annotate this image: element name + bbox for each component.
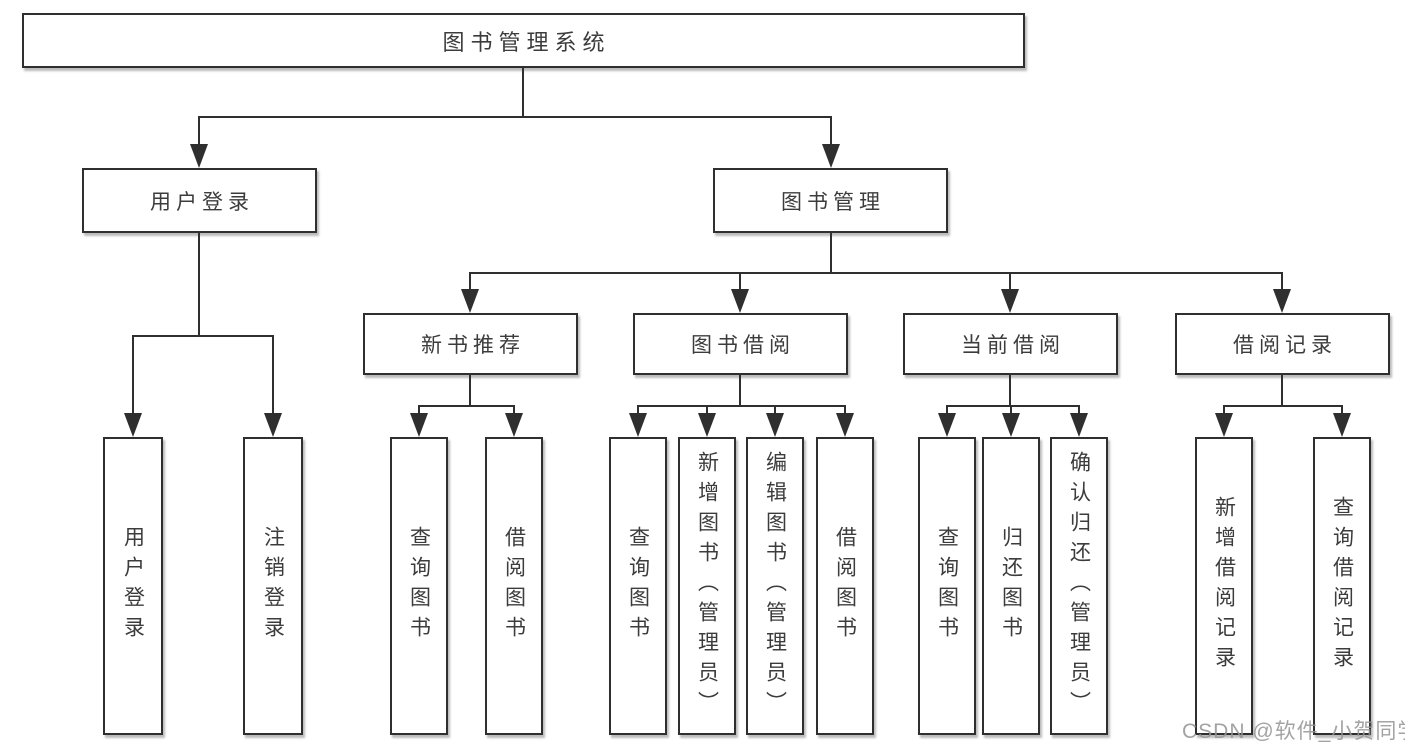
arrow-down-icon [1001,289,1019,313]
arrow-down-icon [731,289,749,313]
leaf-borrow-query-books: 查询图书 [609,437,667,735]
leaf-label: 新增借阅记录 [1212,496,1236,676]
leaf-borrow-add-books-admin: 新增图书（管理员） [678,437,736,735]
node-label: 新书推荐 [421,334,525,357]
arrow-down-icon [1002,413,1020,437]
leaf-borrow-borrow-books: 借阅图书 [816,437,874,735]
leaf-records-query-record: 查询借阅记录 [1313,437,1371,735]
node-current-borrowing: 当前借阅 [903,313,1118,375]
leaf-label: 用户登录 [121,526,145,646]
leaf-user-login: 用户登录 [103,437,163,735]
arrow-down-icon [766,413,784,437]
arrow-down-icon [1215,413,1233,437]
leaf-label: 查询图书 [407,526,431,646]
node-label: 图书管理系统 [442,29,611,55]
arrow-down-icon [505,413,523,437]
watermark: CSDN @软件_小贺同学 [1182,720,1405,743]
leaf-current-query-books: 查询图书 [918,437,976,735]
leaf-current-return-books: 归还图书 [982,437,1040,735]
node-root: 图书管理系统 [22,13,1025,68]
arrow-down-icon [836,413,854,437]
leaf-borrow-edit-books-admin: 编辑图书（管理员） [746,437,804,735]
leaf-current-confirm-return-admin: 确认归还（管理员） [1050,437,1108,735]
arrow-down-icon [410,413,428,437]
arrow-down-icon [1333,413,1351,437]
node-book-borrowing: 图书借阅 [633,313,848,375]
leaf-newbook-query-books: 查询图书 [390,437,448,735]
arrow-down-icon [938,413,956,437]
node-label: 图书借阅 [691,334,795,357]
leaf-label: 借阅图书 [833,526,857,646]
node-label: 借阅记录 [1233,334,1337,357]
node-new-book-recommend: 新书推荐 [363,313,578,375]
leaf-label: 查询图书 [626,526,650,646]
node-label: 图书管理 [781,190,885,214]
leaf-label: 注销登录 [261,526,285,646]
leaf-label: 查询借阅记录 [1330,496,1354,676]
leaf-label: 新增图书（管理员） [695,451,719,721]
arrow-down-icon [822,144,840,168]
leaf-label: 归还图书 [999,526,1023,646]
leaf-records-add-record: 新增借阅记录 [1195,437,1253,735]
arrow-down-icon [698,413,716,437]
arrow-down-icon [264,413,282,437]
node-label: 当前借阅 [961,334,1065,357]
leaf-label: 查询图书 [935,526,959,646]
node-user-login: 用户登录 [82,168,317,233]
arrow-down-icon [1273,289,1291,313]
arrow-down-icon [124,413,142,437]
leaf-label: 确认归还（管理员） [1067,451,1091,721]
arrow-down-icon [190,144,208,168]
leaf-label: 借阅图书 [502,526,526,646]
arrow-down-icon [1070,413,1088,437]
arrow-down-icon [629,413,647,437]
node-book-management: 图书管理 [713,168,948,233]
leaf-newbook-borrow-books: 借阅图书 [485,437,543,735]
leaf-logout: 注销登录 [243,437,303,735]
leaf-label: 编辑图书（管理员） [763,451,787,721]
arrowheads [124,144,1351,437]
node-label: 用户登录 [150,190,254,214]
arrow-down-icon [461,289,479,313]
node-borrowing-records: 借阅记录 [1175,313,1390,375]
